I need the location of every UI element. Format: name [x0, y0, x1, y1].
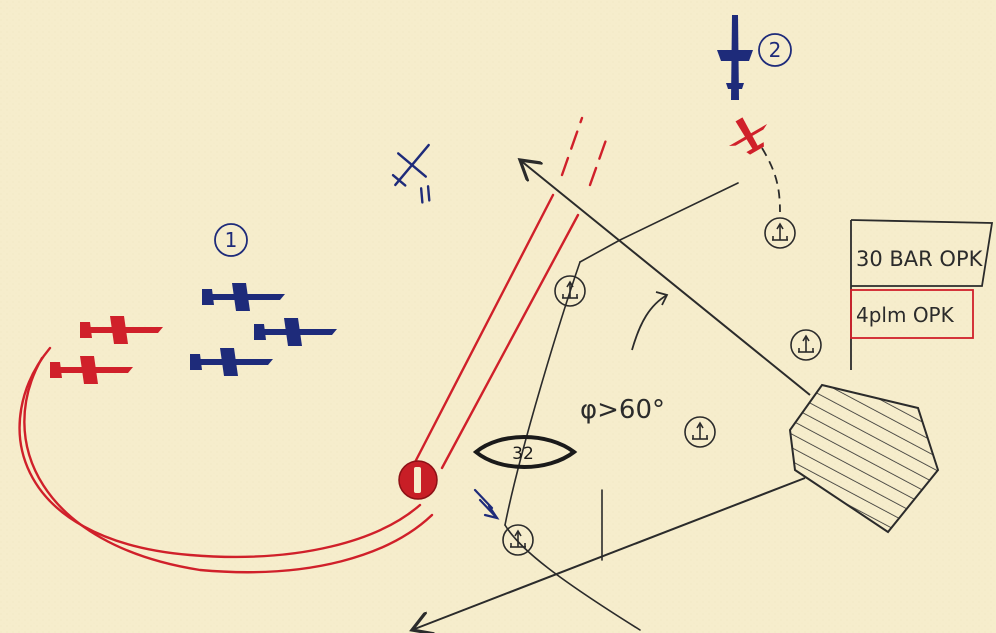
- bar-label: 30 BAR OPK: [856, 247, 984, 271]
- group-1-label: 1: [225, 228, 238, 252]
- group-2-label: 2: [769, 38, 782, 62]
- target-number: 32: [512, 444, 534, 464]
- plm-label: 4plm OPK: [856, 303, 955, 327]
- release-point-marker: [399, 461, 437, 499]
- angle-label: φ>60°: [580, 395, 665, 425]
